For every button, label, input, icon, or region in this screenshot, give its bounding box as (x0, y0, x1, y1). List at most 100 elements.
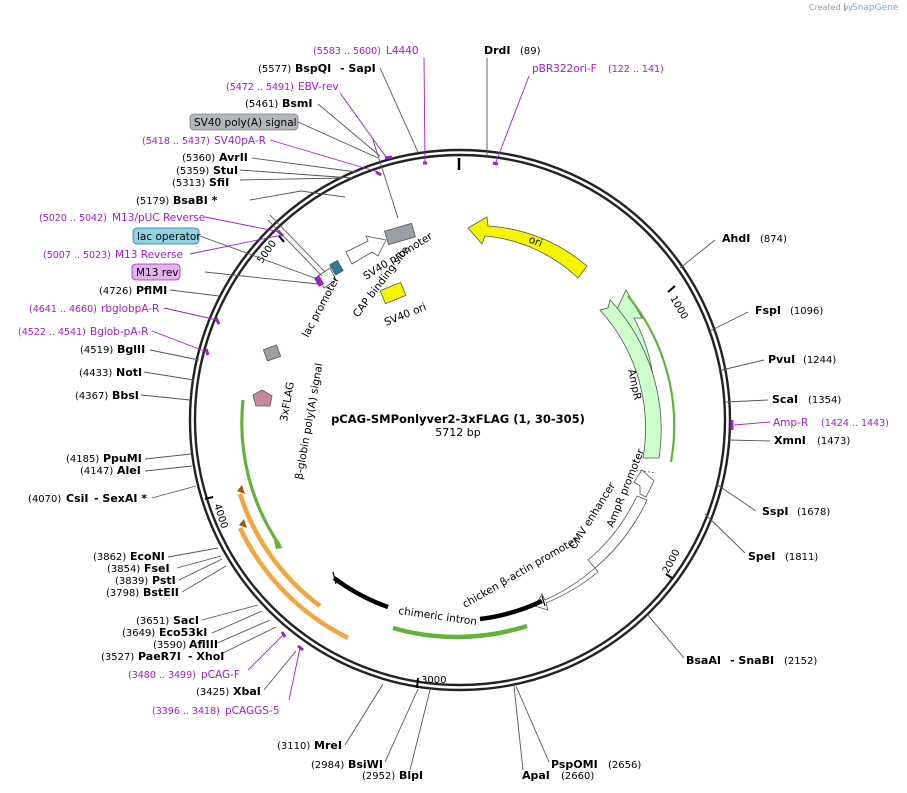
tick-3000: 3000 (416, 675, 446, 689)
svg-text:L4440: L4440 (386, 45, 419, 57)
primer-ebvrev[interactable]: (5472 .. 5491) EBV-rev (226, 81, 339, 93)
svg-text:(1354): (1354) (808, 395, 841, 406)
enzyme-sfii[interactable]: (5313) SfiI (172, 176, 229, 189)
svg-text:BstEII: BstEII (143, 586, 179, 599)
snapgene-logo-text: SnapGene (852, 3, 899, 13)
tick-1000: 1000 (667, 285, 690, 322)
svg-text:(89): (89) (520, 46, 541, 57)
svg-text:BsaBI *: BsaBI * (173, 194, 218, 207)
primer-bglobpa[interactable]: (4522 .. 4541) Bglob-pA-R (18, 326, 148, 338)
enzyme-psti[interactable]: (3839) PstI (115, 574, 176, 587)
enzyme-alei[interactable]: (4147) AleI (80, 464, 141, 477)
enzyme-blpi[interactable]: (2952) BlpI (362, 769, 423, 782)
svg-text:SV40 poly(A) signal: SV40 poly(A) signal (194, 117, 297, 129)
enzyme-eco53ki[interactable]: (3649) Eco53kI (122, 626, 207, 639)
feature-chicken-actin-promoter[interactable]: chicken β-actin promoter (461, 534, 599, 611)
primer-pcaggs5[interactable]: (3396 .. 3418) pCAGGS-5 (152, 705, 279, 717)
feature-bglobin-polya[interactable]: β-globin poly(A) signal (262, 344, 325, 481)
svg-text:(3480 .. 3499): (3480 .. 3499) (128, 670, 196, 681)
feature-ampr[interactable]: AmpR (599, 289, 676, 474)
enzyme-avrii[interactable]: (5360) AvrII (182, 151, 248, 164)
enzyme-xbai[interactable]: (3425) XbaI (196, 685, 261, 698)
box-m13-rev[interactable]: M13 rev (131, 263, 181, 281)
enzyme-drdi[interactable]: DrdI (89) (484, 44, 541, 57)
primer-sv40par[interactable]: (5418 .. 5437) SV40pA-R (142, 135, 266, 147)
enzyme-xmni[interactable]: XmnI (1473) (774, 434, 850, 447)
tick-2000: 2000 (661, 548, 683, 579)
enzyme-mrei[interactable]: (3110) MreI (277, 739, 342, 752)
enzyme-paer7i[interactable]: (3527) PaeR7I - XhoI (101, 650, 224, 663)
enzyme-apai[interactable]: ApaI (2660) (522, 769, 594, 782)
primer-pcagf[interactable]: (3480 .. 3499) pCAG-F (128, 669, 240, 681)
svg-text:Bglob-pA-R: Bglob-pA-R (90, 326, 148, 338)
feature-cds-left[interactable] (237, 399, 350, 641)
enzyme-fspi[interactable]: FspI (1096) (755, 304, 823, 317)
primer-m13rev[interactable]: (5007 .. 5023) M13 Reverse (43, 249, 183, 261)
enzyme-bsiwi[interactable]: (2984) BsiWI (311, 758, 383, 771)
svg-text:(2656): (2656) (608, 760, 641, 771)
svg-text:AleI: AleI (117, 464, 141, 477)
enzyme-csii[interactable]: (4070) CsiI - SexAI * (28, 492, 147, 505)
svg-text:(874): (874) (760, 234, 787, 245)
svg-text:(1678): (1678) (797, 507, 830, 518)
primer-ampr[interactable]: Amp-R (1424 .. 1443) (773, 417, 889, 429)
svg-text:(4522 .. 4541): (4522 .. 4541) (18, 327, 86, 338)
enzyme-bsabi[interactable]: (5179) BsaBI * (136, 194, 218, 207)
primer-rbglobpa[interactable]: (4641 .. 4660) rbglobpA-R (29, 303, 159, 315)
svg-text:rbglobpA-R: rbglobpA-R (101, 303, 159, 315)
feature-cap-binding[interactable]: CAP binding site (329, 244, 412, 320)
enzyme-econi[interactable]: (3862) EcoNI (93, 550, 165, 563)
enzyme-aflii[interactable]: (3590) AflIII (153, 638, 218, 651)
enzyme-bsaai[interactable]: BsaAI - SnaBI (2152) (686, 654, 817, 667)
svg-text:XbaI: XbaI (233, 685, 261, 698)
svg-text:(4433): (4433) (79, 368, 112, 379)
svg-text:(5472 .. 5491): (5472 .. 5491) (226, 82, 294, 93)
enzyme-stui[interactable]: (5359) StuI (176, 164, 238, 177)
svg-text:(5461): (5461) (245, 99, 278, 110)
feature-ori[interactable]: ori (467, 216, 588, 279)
svg-text:(2984): (2984) (311, 760, 344, 771)
svg-text:DrdI: DrdI (484, 44, 511, 57)
svg-text:BbsI: BbsI (112, 389, 139, 402)
enzyme-ppumi[interactable]: (4185) PpuMI (66, 452, 142, 465)
bglobin-label: β-globin poly(A) signal (293, 362, 325, 480)
svg-text:- SapI: - SapI (340, 62, 376, 75)
enzyme-bglii[interactable]: (4519) BglII (80, 343, 145, 356)
enzyme-sspi[interactable]: SspI (1678) (762, 505, 830, 518)
svg-text:1000: 1000 (667, 294, 689, 322)
feature-lac-promoter[interactable]: lac promoter (300, 267, 343, 339)
feature-sv40-ori[interactable]: SV40 ori (379, 281, 428, 329)
svg-text:PstI: PstI (152, 574, 176, 587)
box-sv40-polya[interactable]: SV40 poly(A) signal (189, 113, 299, 131)
chicken-actin-label: chicken β-actin promoter (461, 534, 582, 611)
enzyme-ahdi[interactable]: AhdI (874) (722, 232, 787, 245)
svg-text:(4070): (4070) (28, 494, 61, 505)
enzyme-bbsi[interactable]: (4367) BbsI (75, 389, 139, 402)
enzyme-scai[interactable]: ScaI (1354) (772, 393, 841, 406)
enzyme-spei[interactable]: SpeI (1811) (748, 550, 818, 563)
enzyme-bspqi[interactable]: (5577) BspQI - SapI (258, 62, 376, 75)
primer-m13puc[interactable]: (5020 .. 5042) M13/pUC Reverse (39, 212, 205, 224)
svg-text:(4367): (4367) (75, 391, 108, 402)
enzyme-bsmi[interactable]: (5461) BsmI (245, 97, 313, 110)
svg-text:M13/pUC Reverse: M13/pUC Reverse (112, 212, 205, 224)
svg-text:(2660): (2660) (561, 771, 594, 782)
enzyme-fsei[interactable]: (3854) FseI (107, 562, 170, 575)
svg-text:EBV-rev: EBV-rev (298, 81, 339, 93)
enzyme-pflmi[interactable]: (4726) PflMI (99, 284, 167, 297)
svg-text:(3110): (3110) (277, 741, 310, 752)
enzyme-pvui[interactable]: PvuI (1244) (768, 353, 836, 366)
enzyme-pspomi[interactable]: PspOMI (2656) (551, 758, 641, 771)
feature-3xflag[interactable]: 3xFLAG (252, 381, 297, 423)
svg-text:M13 rev: M13 rev (136, 267, 179, 279)
svg-text:XmnI: XmnI (774, 434, 806, 447)
primer-pbr322ori[interactable]: pBR322ori-F (122 .. 141) (532, 63, 664, 75)
credit-text: Created by (809, 3, 853, 12)
backbone-outer (188, 148, 732, 692)
box-lac-operator[interactable]: lac operator (132, 227, 201, 245)
enzyme-saci[interactable]: (3651) SacI (136, 614, 199, 627)
primer-l4440[interactable]: (5583 .. 5600) L4440 (313, 45, 419, 57)
svg-text:BspQI: BspQI (295, 62, 331, 75)
enzyme-bsteii[interactable]: (3798) BstEII (106, 586, 179, 599)
enzyme-noti[interactable]: (4433) NotI (79, 366, 142, 379)
